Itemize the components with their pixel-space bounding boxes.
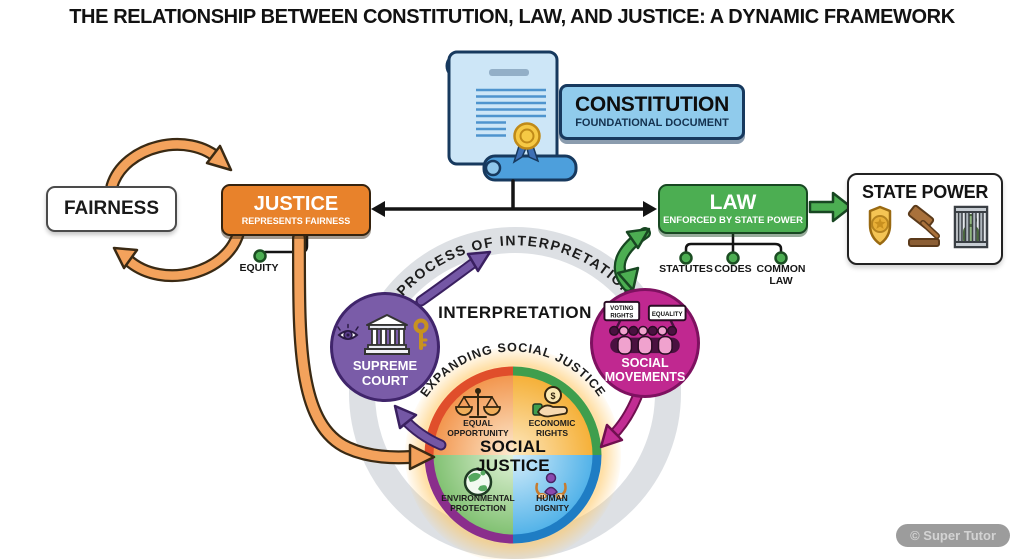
state-power-icons — [868, 204, 989, 249]
watermark-badge: © Super Tutor — [896, 524, 1010, 547]
interpretation-label: INTERPRETATION — [438, 303, 592, 322]
social-movements-line1: SOCIAL — [621, 356, 669, 370]
state-power-box: STATE POWER — [847, 173, 1003, 265]
quadrant-equal-opportunity-label: EQUAL OPPORTUNITY — [447, 418, 509, 438]
jail-cell-icon — [953, 205, 989, 249]
quadrant-human-dignity-label: HUMAN DIGNITY — [534, 493, 570, 513]
social-movements-line2: MOVEMENTS — [604, 370, 686, 385]
constitution-box: CONSTITUTION FOUNDATIONAL DOCUMENT — [559, 84, 745, 140]
movements-to-social-justice-arrow — [599, 391, 643, 449]
justice-to-social-justice-arrow — [291, 231, 436, 471]
statutes-dot — [679, 251, 693, 265]
equity-label: EQUITY — [239, 262, 279, 274]
law-movements-arrow — [613, 227, 651, 292]
globe-icon — [463, 467, 493, 497]
justice-title: JUSTICE — [253, 192, 339, 215]
eye-icon — [337, 323, 359, 340]
social-movements-label: SOCIAL MOVEMENTS — [605, 356, 686, 385]
law-subtitle: ENFORCED BY STATE POWER — [663, 214, 803, 226]
key-icon — [413, 318, 429, 350]
quadrant-environmental-protection-label: ENVIRONMENTAL PROTECTION — [441, 493, 515, 513]
gold-seal-icon — [512, 122, 541, 164]
fairness-cycle-arrows — [105, 138, 246, 282]
state-power-title: STATE POWER — [861, 182, 989, 202]
common-law-dot — [774, 251, 788, 265]
social-justice-line2: JUSTICE — [476, 456, 550, 476]
svg-text:$: $ — [550, 391, 555, 401]
connector-dots — [253, 249, 788, 265]
constitution-title: CONSTITUTION — [575, 93, 729, 117]
common-law-label: COMMON LAW — [756, 263, 806, 287]
supreme-court-icons — [337, 314, 429, 355]
supreme-court-line2: COURT — [361, 372, 409, 388]
social-justice-to-supreme-court-arrow — [393, 404, 447, 451]
gavel-icon — [907, 204, 940, 247]
constitution-subtitle: FOUNDATIONAL DOCUMENT — [575, 117, 729, 130]
hands-holding-person-icon — [535, 472, 567, 500]
equity-dot — [253, 249, 267, 263]
law-box: LAW ENFORCED BY STATE POWER — [658, 184, 808, 234]
supreme-court-to-process-arrow — [415, 250, 492, 307]
social-justice-center-label: SOCIAL JUSTICE — [443, 437, 583, 475]
scales-icon — [455, 388, 501, 418]
fairness-box: FAIRNESS — [46, 186, 177, 232]
courthouse-icon — [364, 314, 410, 355]
supreme-court-circle: SUPREME COURT — [330, 292, 440, 402]
law-to-state-power-arrow — [808, 191, 853, 223]
arrowhead-right — [643, 201, 657, 217]
codes-dot — [726, 251, 740, 265]
page-title: THE RELATIONSHIP BETWEEN CONSTITUTION, L… — [69, 6, 955, 28]
scroll-document-icon — [445, 50, 578, 182]
protest-crowd-icon: VOTING RIGHTS EQUALITY — [603, 300, 687, 355]
hand-dollar-icon: $ — [532, 386, 568, 418]
statutes-label: STATUTES — [659, 263, 713, 275]
supreme-court-label: SUPREME COURT — [352, 358, 418, 389]
social-justice-line1: SOCIAL — [479, 437, 547, 456]
svg-text:VOTING: VOTING — [610, 305, 634, 312]
police-badge-icon — [868, 205, 892, 246]
connector-lines — [258, 179, 783, 257]
arrowhead-left — [371, 201, 385, 217]
supreme-court-line1: SUPREME — [352, 358, 418, 373]
quadrant-economic-rights-label: ECONOMIC RIGHTS — [528, 418, 576, 438]
svg-text:EQUALITY: EQUALITY — [652, 311, 683, 318]
justice-box: JUSTICE REPRESENTS FAIRNESS — [221, 184, 371, 236]
law-title: LAW — [709, 191, 757, 215]
svg-text:RIGHTS: RIGHTS — [610, 312, 633, 319]
justice-subtitle: REPRESENTS FAIRNESS — [241, 215, 351, 226]
codes-label: CODES — [714, 263, 752, 275]
social-movements-circle: VOTING RIGHTS EQUALITY SOCIAL MOVEMENTS — [590, 288, 700, 398]
fairness-label: FAIRNESS — [63, 198, 160, 220]
